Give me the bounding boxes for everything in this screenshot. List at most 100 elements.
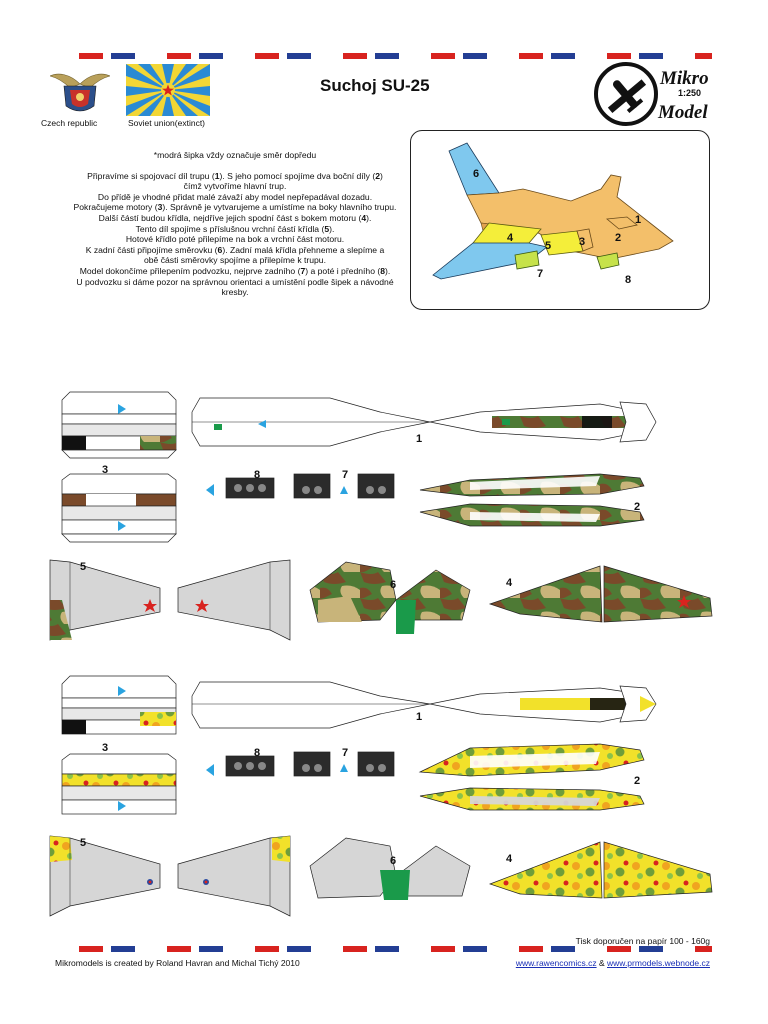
part-2-side-panels: [419, 473, 645, 527]
part-label-5-sheet2: 5: [80, 837, 86, 849]
part-4-lower-wings-2: [488, 841, 713, 899]
part-label-1: 1: [416, 433, 422, 445]
part-4-lower-wings: [488, 565, 713, 623]
instruction-text: ).: [329, 223, 335, 234]
diagram-label-8: 8: [625, 274, 631, 286]
part-number-ref: 7: [300, 265, 306, 276]
part-5-upper-wing-left: [49, 559, 161, 641]
instruction-text: ). Správně je vytvarujeme a umístíme na …: [162, 202, 397, 213]
instruction-text: ).: [385, 265, 391, 276]
diagram-part-1: [606, 216, 638, 230]
airplane-icon: [607, 79, 647, 114]
instruction-text: obě části směrovky spojíme a přilepíme k…: [144, 255, 326, 266]
instruction-text: ).: [366, 212, 372, 223]
logo-line1: Mikro: [659, 68, 709, 89]
instruction-text: Připravíme si spojovací díl trupu (: [87, 170, 215, 181]
part-1-fuselage-connector-2: [191, 681, 657, 729]
assembly-diagram: 1 2 3 4 5 6 7 8: [410, 130, 710, 310]
part-2-side-panels-2: [418, 743, 645, 811]
part-label-5: 5: [80, 561, 86, 573]
instruction-line: kresby.: [40, 287, 430, 298]
instruction-line: Další částí budou křídla, nejdříve jejic…: [40, 213, 430, 224]
part-number-ref: 2: [375, 170, 380, 181]
instruction-line: Tento díl spojíme s příslušnou vrchní čá…: [40, 224, 430, 235]
instruction-text: ). Zadní malá křídla přehneme a slepíme …: [222, 244, 385, 255]
part-number-ref: 4: [361, 212, 367, 223]
instruction-text: K zadní části připojíme směrovku (: [85, 244, 218, 255]
part-label-7-sheet2: 7: [342, 747, 348, 759]
diagram-part-3: [576, 228, 594, 252]
instruction-text: Další částí budou křídla, nejdříve jejic…: [98, 212, 362, 223]
instruction-text: Tento díl spojíme s příslušnou vrchní čá…: [135, 223, 325, 234]
part-label-6: 6: [390, 579, 396, 591]
instruction-text: ) a poté i předního (: [305, 265, 381, 276]
diagram-part-8: [596, 252, 620, 270]
instruction-note: *modrá šipka vždy označuje směr dopředu: [153, 150, 317, 160]
instruction-text: kresby.: [221, 287, 249, 298]
logo-scale: 1:250: [678, 88, 701, 98]
diagram-label-4: 4: [507, 232, 514, 244]
soviet-air-force-flag-icon: [126, 64, 210, 116]
instruction-line: obě části směrovky spojíme a přilepíme k…: [40, 255, 430, 266]
instruction-line: Hotové křídlo poté přilepíme na bok a vr…: [40, 234, 430, 245]
instruction-line: Do přídě je vhodné přidat malé závaží ab…: [40, 192, 430, 203]
diagram-label-5: 5: [545, 240, 551, 252]
diagram-part-7: [514, 250, 540, 270]
instruction-line: K zadní části připojíme směrovku (6). Za…: [40, 245, 430, 256]
part-label-8: 8: [254, 469, 260, 481]
part-8-front-gear: [206, 477, 275, 499]
instruction-lines: Připravíme si spojovací díl trupu (1). S…: [40, 171, 430, 298]
part-6-rudder-2: [309, 837, 471, 900]
part-number-ref: 5: [324, 223, 330, 234]
part-label-6-sheet2: 6: [390, 855, 396, 867]
instruction-line: Pokračujeme motory (3). Správně je vytva…: [40, 202, 430, 213]
top-flag-stripe: [55, 53, 712, 59]
mikro-model-logo: Mikro 1:250 Model: [594, 62, 709, 126]
part-3-engine-left-2: [61, 675, 177, 735]
rawencomics-link[interactable]: www.rawencomics.cz: [515, 958, 597, 968]
credits: Mikromodels is created by Roland Havran …: [55, 958, 300, 968]
part-number-ref: 3: [157, 202, 163, 213]
part-label-3: 3: [102, 464, 108, 476]
assembly-instructions: *modrá šipka vždy označuje směr dopředu …: [40, 150, 430, 298]
diagram-label-6: 6: [473, 168, 479, 180]
instruction-line: čímž vytvoříme hlavní trup.: [40, 181, 430, 192]
part-label-4-sheet2: 4: [506, 853, 513, 865]
part-number-ref: 6: [217, 244, 223, 255]
diagram-label-3: 3: [579, 236, 585, 248]
link-separator: &: [596, 958, 607, 968]
part-3-engine-right: [61, 473, 177, 543]
part-label-3-sheet2: 3: [102, 742, 108, 754]
part-3-engine-left: [61, 391, 177, 459]
part-8-front-gear-2: [206, 755, 275, 777]
czech-air-force-emblem-icon: [50, 73, 110, 112]
instruction-line: Model dokončíme přilepením podvozku, nej…: [40, 266, 430, 277]
instruction-text: U podvozku si dáme pozor na správnou ori…: [76, 276, 394, 287]
part-1-fuselage-connector: [191, 397, 657, 447]
instruction-line: Připravíme si spojovací díl trupu (1). S…: [40, 171, 430, 182]
part-5-upper-wing-right-2: [177, 835, 291, 917]
bottom-flag-stripe: [55, 946, 712, 952]
part-number-ref: 1: [214, 170, 220, 181]
part-label-2-sheet2: 2: [634, 775, 640, 787]
soviet-caption: Soviet union(extinct): [128, 118, 206, 128]
part-number-ref: 8: [380, 265, 386, 276]
diagram-label-1: 1: [635, 214, 641, 226]
page-title: Suchoj SU-25: [320, 76, 430, 95]
part-5-upper-wing-left-2: [49, 835, 161, 917]
footer-links: www.rawencomics.cz & www.prmodels.webnod…: [516, 958, 710, 968]
instruction-text: Model dokončíme přilepením podvozku, nej…: [79, 265, 301, 276]
part-5-upper-wing-right: [177, 559, 291, 641]
prmodels-link[interactable]: www.prmodels.webnode.cz: [607, 958, 710, 968]
instruction-text: ). S jeho pomocí spojíme dva boční díly …: [219, 170, 376, 181]
part-6-rudder: [309, 561, 471, 634]
part-label-2: 2: [634, 501, 640, 513]
instruction-line: U podvozku si dáme pozor na správnou ori…: [40, 277, 430, 288]
diagram-label-2: 2: [615, 232, 621, 244]
part-label-4: 4: [506, 577, 513, 589]
part-label-8-sheet2: 8: [254, 747, 260, 759]
instruction-text: čímž vytvoříme hlavní trup.: [183, 181, 287, 192]
diagram-label-7: 7: [537, 268, 543, 280]
